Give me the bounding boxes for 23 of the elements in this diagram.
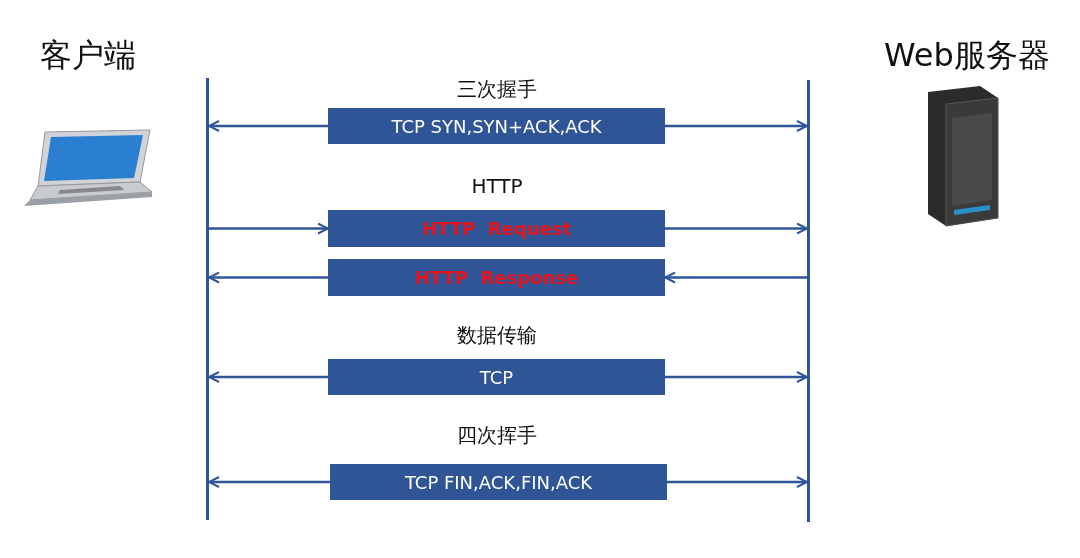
lifeline-bar	[807, 80, 810, 522]
phase-label: HTTP	[471, 174, 523, 198]
message-box: TCP FIN,ACK,FIN,ACK	[330, 464, 667, 500]
arrow	[664, 271, 807, 284]
message-box: TCP	[328, 359, 665, 395]
arrow	[208, 371, 328, 383]
heading: 客户端	[40, 35, 136, 76]
message-box: HTTP Request	[328, 210, 665, 247]
heading: Web服务器	[884, 35, 1050, 76]
phase-label: 四次挥手	[457, 422, 537, 449]
lifeline-bar	[206, 78, 209, 520]
arrow	[209, 222, 329, 235]
arrow	[665, 120, 808, 132]
arrow	[208, 271, 328, 284]
phase-label: 数据传输	[457, 322, 537, 349]
arrow	[208, 120, 328, 132]
arrow	[665, 371, 808, 383]
message-box: HTTP Response	[328, 259, 665, 296]
arrow	[667, 476, 808, 488]
phase-label: 三次握手	[457, 76, 537, 103]
arrow	[208, 476, 330, 488]
arrow	[665, 222, 808, 235]
message-box: TCP SYN,SYN+ACK,ACK	[328, 108, 665, 144]
